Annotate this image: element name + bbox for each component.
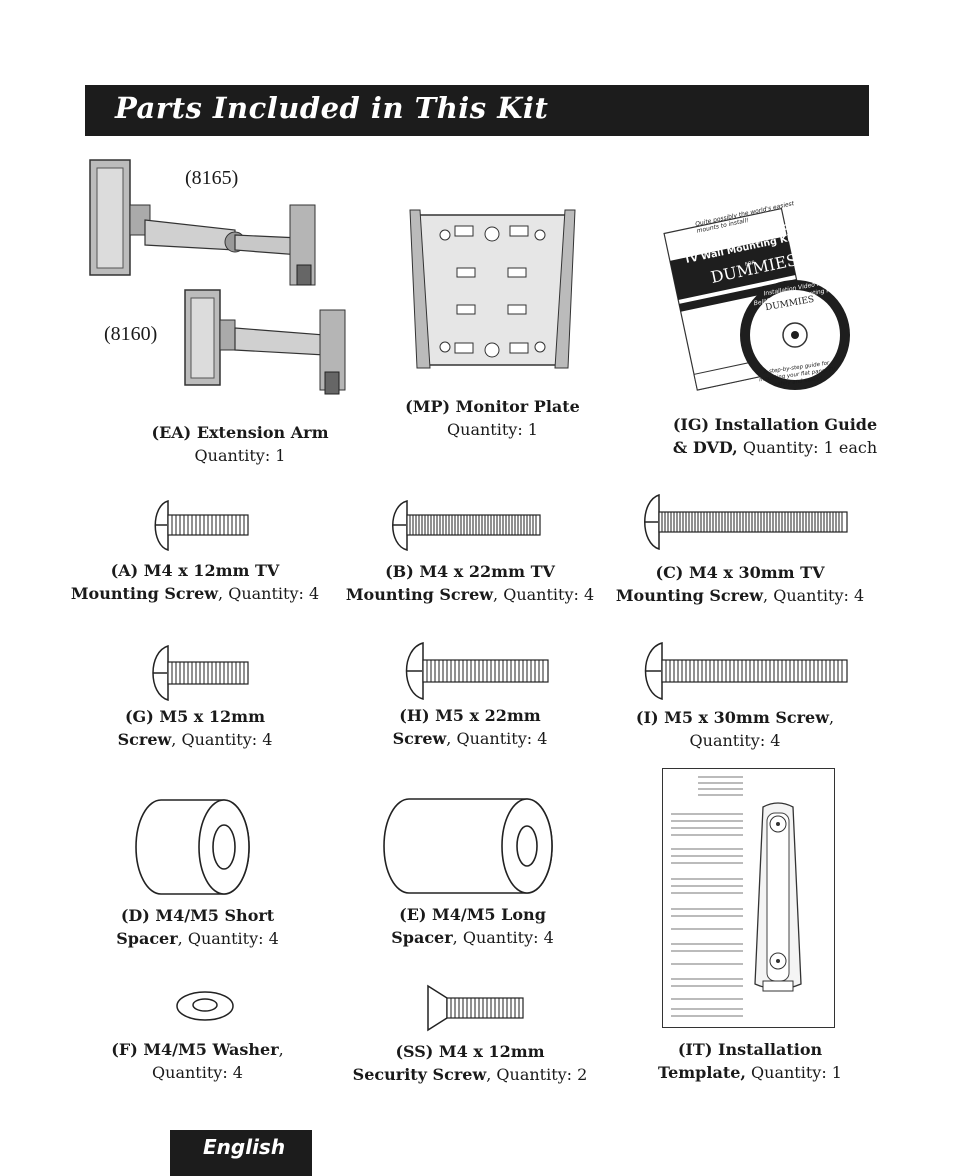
- part-quantity: Quantity: 1: [447, 420, 538, 439]
- security-screw-image: [427, 984, 524, 1032]
- part-name-cont: & DVD,: [672, 438, 738, 457]
- caption-screw-h: (H) M5 x 22mm Screw, Quantity: 4: [392, 706, 548, 748]
- screw-c-image: [644, 493, 848, 551]
- installation-guide-image: Quite possibly the world's easiest mount…: [663, 195, 855, 405]
- screw-a-image: [154, 499, 249, 552]
- caption-installation-guide: (IG) Installation Guide & DVD, Quantity:…: [660, 413, 890, 459]
- caption-screw-a: (A) M4 x 12mm TV Mounting Screw, Quantit…: [70, 561, 320, 603]
- caption-screw-g: (G) M5 x 12mm Screw, Quantity: 4: [117, 707, 273, 749]
- screw-b-image: [392, 500, 541, 551]
- monitor-plate-image: [409, 209, 576, 369]
- language-label: English: [203, 1135, 286, 1159]
- part-name: (IG) Installation Guide: [672, 415, 878, 434]
- screw-g-image: [152, 644, 249, 702]
- part-quantity: Quantity: 1: [194, 446, 286, 465]
- screw-i-image: [644, 642, 848, 700]
- long-spacer-image: [383, 798, 553, 894]
- short-spacer-image: [135, 799, 250, 895]
- part-quantity: Quantity: 1 each: [737, 438, 878, 457]
- model-number-8165: (8165): [185, 167, 239, 189]
- caption-screw-b: (B) M4 x 22mm TV Mounting Screw, Quantit…: [345, 562, 595, 604]
- language-tab: English: [170, 1130, 312, 1176]
- part-name: (MP) Monitor Plate: [405, 397, 580, 416]
- caption-screw-i: (I) M5 x 30mm Screw, Quantity: 4: [635, 708, 835, 750]
- washer-image: [176, 991, 234, 1021]
- part-name: (EA) Extension Arm: [151, 423, 329, 442]
- caption-security-screw: (SS) M4 x 12mm Security Screw, Quantity:…: [352, 1042, 588, 1084]
- section-title-bar: Parts Included in This Kit: [85, 85, 869, 136]
- caption-installation-template: (IT) Installation Template, Quantity: 1: [658, 1040, 842, 1082]
- caption-screw-c: (C) M4 x 30mm TV Mounting Screw, Quantit…: [615, 563, 865, 605]
- screw-h-image: [405, 642, 549, 700]
- caption-extension-arm: (EA) Extension Arm Quantity: 1: [120, 421, 360, 467]
- caption-washer: (F) M4/M5 Washer, Quantity: 4: [111, 1040, 284, 1082]
- page-title: Parts Included in This Kit: [115, 91, 549, 125]
- installation-template-image: [662, 768, 835, 1028]
- model-number-8160: (8160): [104, 323, 158, 345]
- extension-arm-image: [89, 159, 346, 395]
- caption-monitor-plate: (MP) Monitor Plate Quantity: 1: [390, 395, 595, 441]
- caption-short-spacer: (D) M4/M5 Short Spacer, Quantity: 4: [116, 906, 279, 948]
- caption-long-spacer: (E) M4/M5 Long Spacer, Quantity: 4: [391, 905, 554, 947]
